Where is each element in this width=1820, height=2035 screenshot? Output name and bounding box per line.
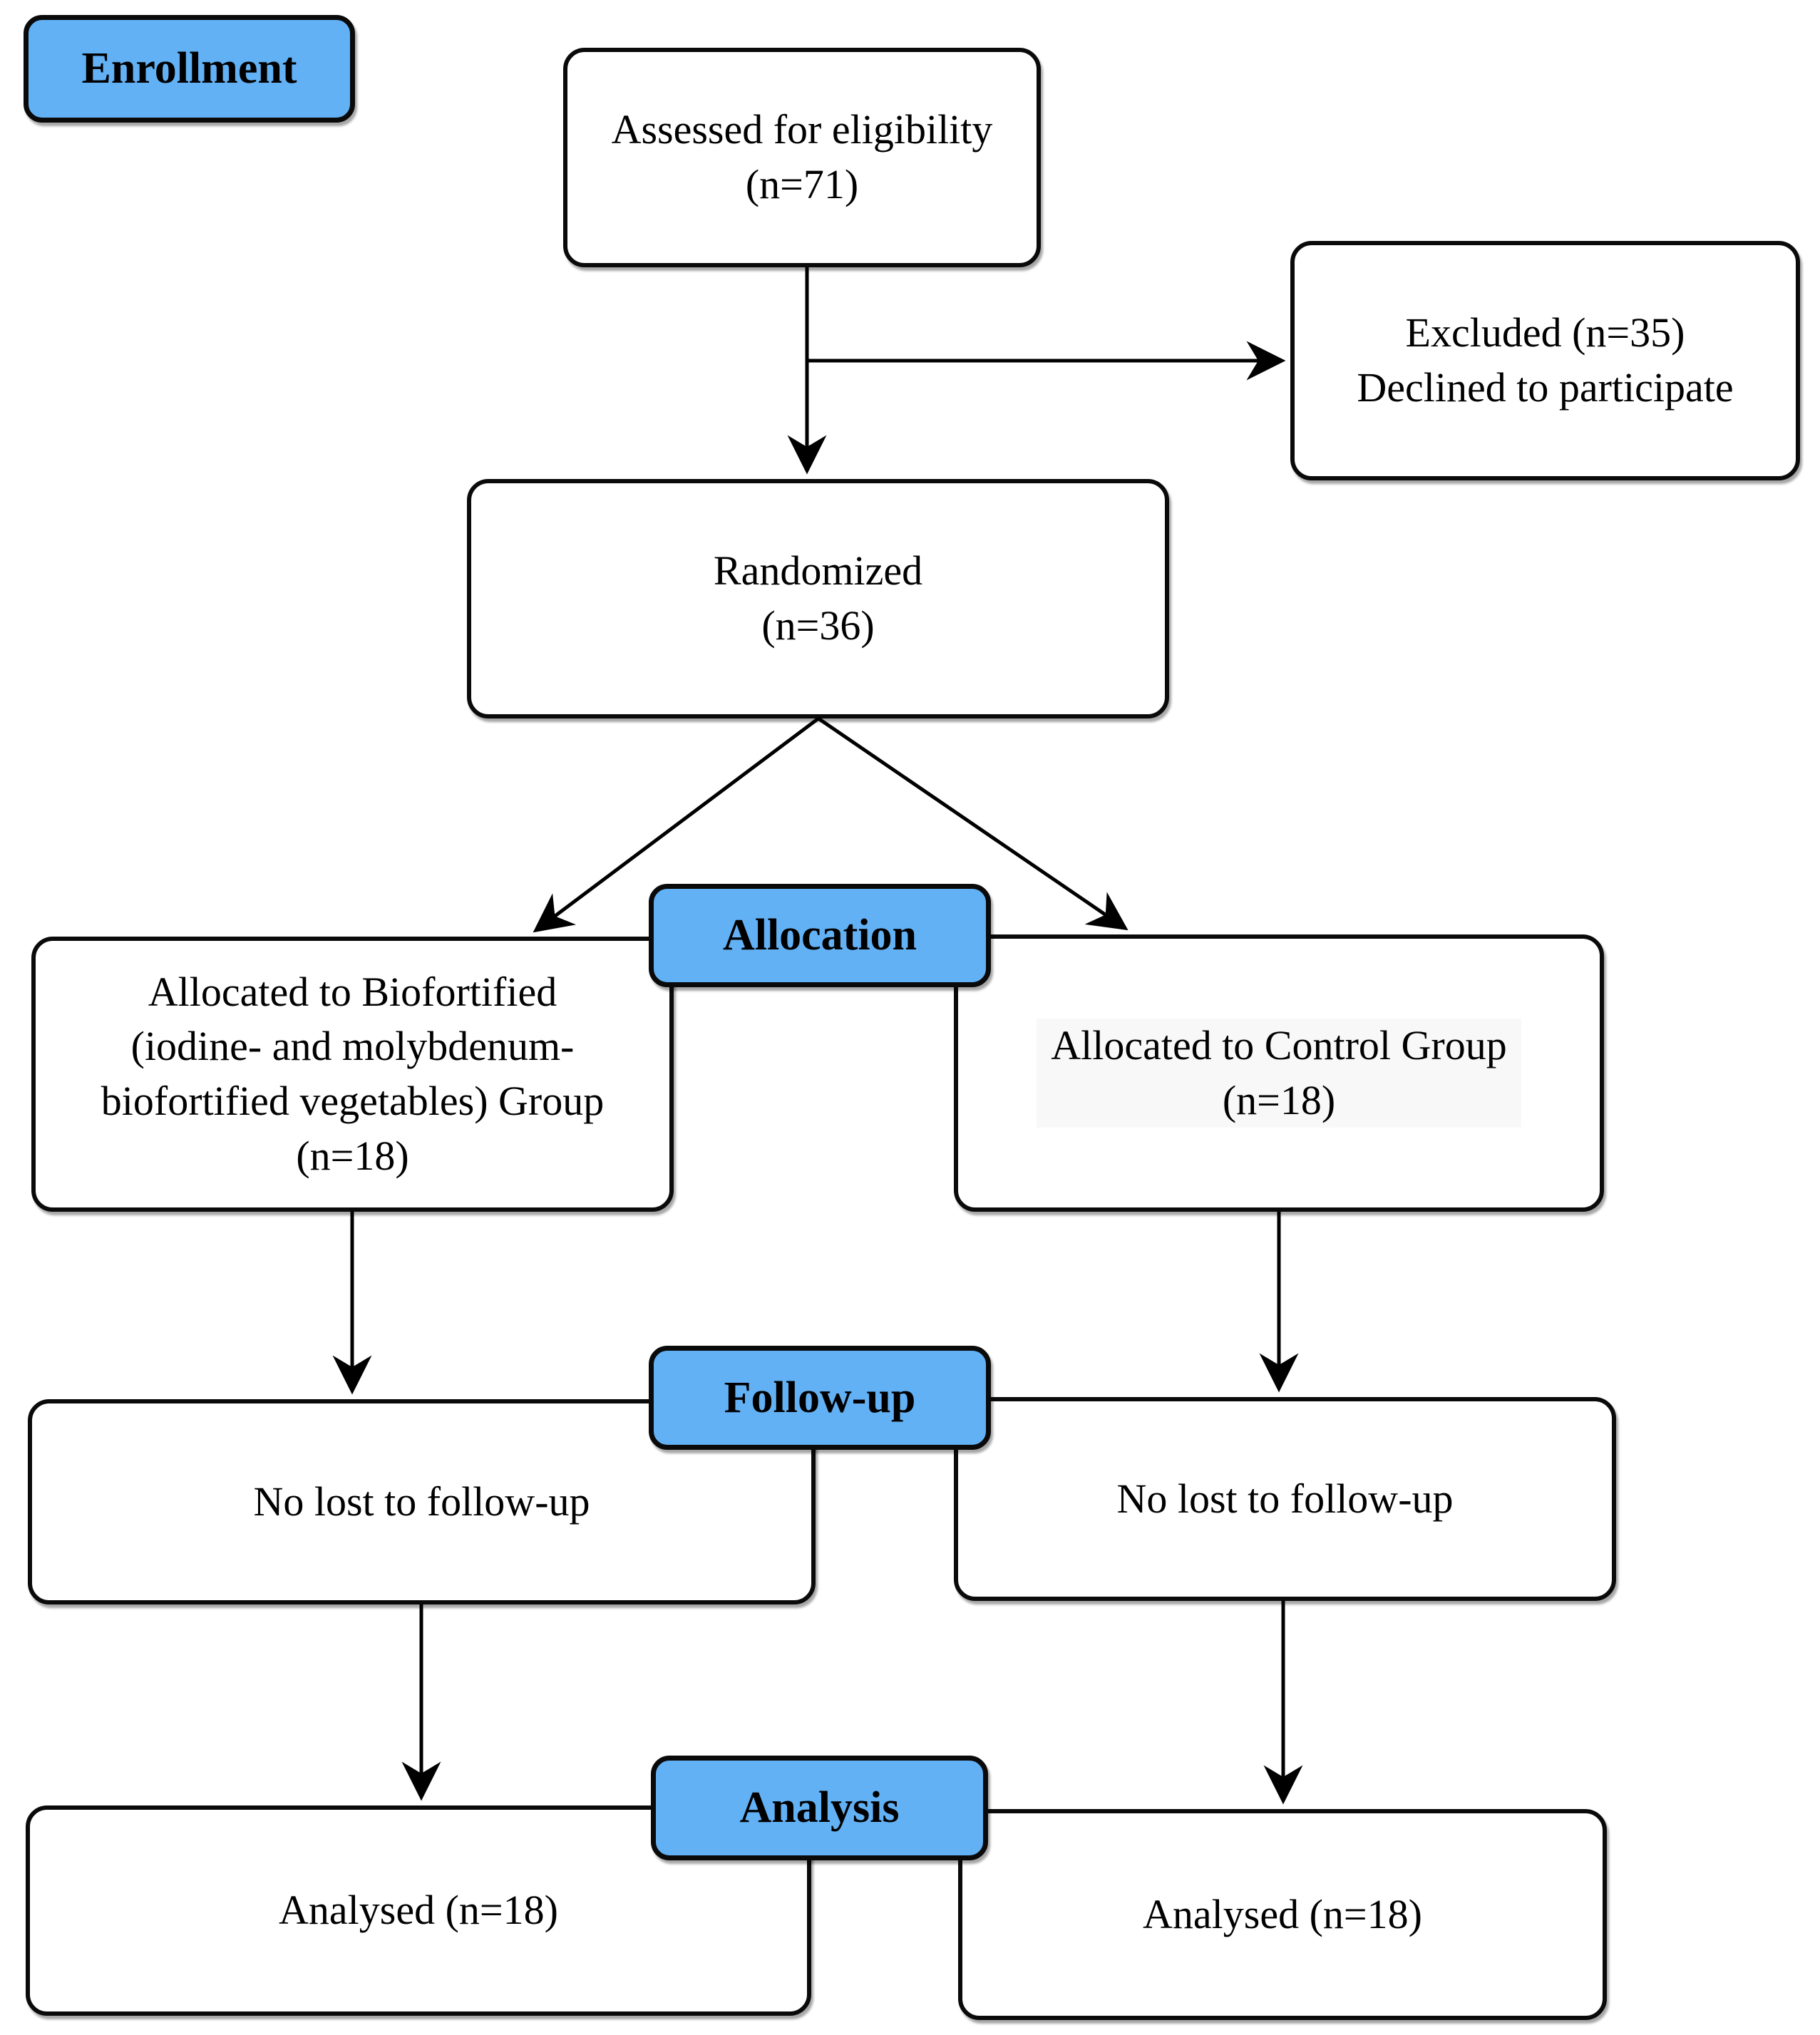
node-followup-right: No lost to follow-up [954,1397,1616,1601]
node-allocated-control: Allocated to Control Group (n=18) [954,934,1604,1212]
node-assessed-for-eligibility: Assessed for eligibility (n=71) [563,48,1041,267]
stage-label-followup-text: Follow-up [724,1373,916,1422]
stage-label-allocation: Allocation [649,884,991,987]
node-followup-left-text: No lost to follow-up [253,1478,590,1525]
node-analysed-left: Analysed (n=18) [26,1805,811,2016]
node-randomized: Randomized (n=36) [467,479,1169,718]
node-followup-right-text: No lost to follow-up [1116,1475,1454,1522]
node-analysed-right: Analysed (n=18) [958,1809,1607,2020]
node-randomized-text: Randomized (n=36) [713,547,923,649]
node-assessed-text: Assessed for eligibility (n=71) [611,106,993,207]
node-analysed-left-text: Analysed (n=18) [279,1887,558,1934]
node-excluded: Excluded (n=35) Declined to participate [1290,241,1800,480]
stage-label-enrollment-text: Enrollment [81,44,297,93]
stage-label-allocation-text: Allocation [722,911,917,959]
connector-randomized-to-control [817,716,1128,931]
node-allocated-control-text: Allocated to Control Group (n=18) [1037,1018,1521,1128]
node-analysed-right-text: Analysed (n=18) [1143,1890,1422,1937]
node-allocated-biofortified-text: Allocated to Biofortified (iodine- and m… [101,968,605,1179]
stage-label-followup: Follow-up [649,1346,991,1450]
node-excluded-text: Excluded (n=35) Declined to participate [1357,309,1734,411]
stage-label-analysis-text: Analysis [739,1783,900,1832]
connector-randomized-to-biofortified [533,717,820,933]
stage-label-enrollment: Enrollment [24,15,355,123]
node-allocated-biofortified: Allocated to Biofortified (iodine- and m… [31,937,674,1212]
stage-label-analysis: Analysis [651,1756,988,1860]
